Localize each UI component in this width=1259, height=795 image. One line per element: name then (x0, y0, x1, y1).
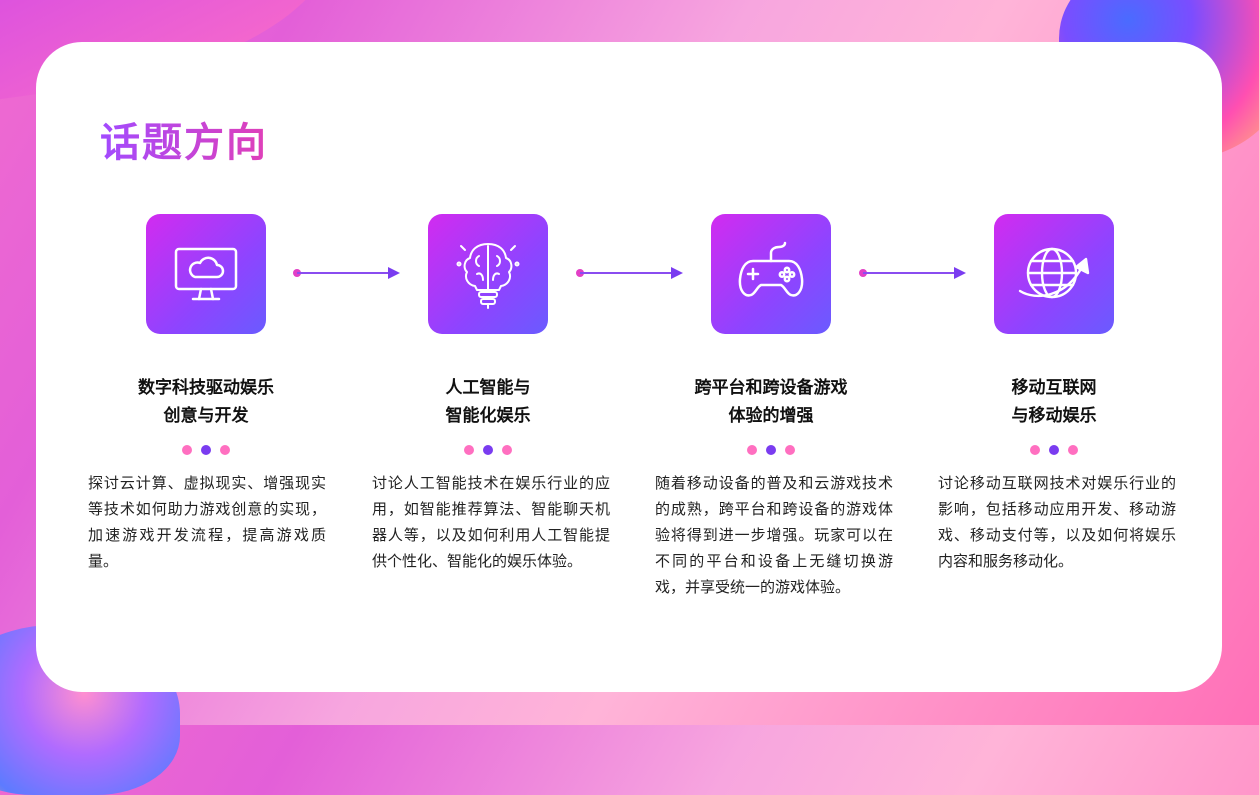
dots-divider (1030, 445, 1078, 455)
step-description: 随着移动设备的普及和云游戏技术的成熟，跨平台和跨设备的游戏体验将得到进一步增强。… (655, 474, 893, 596)
step-title-line: 跨平台和跨设备游戏 (694, 378, 848, 398)
step-title-line: 创意与开发 (163, 406, 249, 426)
arrow-connector (859, 267, 966, 279)
globe-arrow-icon (994, 214, 1114, 334)
dot (1049, 445, 1059, 455)
step-title: 移动互联网 与移动娱乐 (934, 374, 1174, 430)
step-title-line: 数字科技驱动娱乐 (138, 378, 274, 398)
content-card (36, 42, 1222, 692)
page-title: 话题方向 (100, 110, 268, 168)
step-title-line: 智能化娱乐 (445, 406, 531, 426)
dots-divider (747, 445, 795, 455)
dot (201, 445, 211, 455)
dot (182, 445, 192, 455)
dot (483, 445, 493, 455)
step-title-line: 移动互联网 (1011, 378, 1097, 398)
dot (502, 445, 512, 455)
arrow-connector (576, 267, 683, 279)
dots-divider (182, 445, 230, 455)
step-title: 跨平台和跨设备游戏 体验的增强 (651, 374, 891, 430)
arrow-connector (293, 267, 400, 279)
step-title: 人工智能与 智能化娱乐 (368, 374, 608, 430)
dot (766, 445, 776, 455)
step-description: 讨论移动互联网技术对娱乐行业的影响，包括移动应用开发、移动游戏、移动支付等，以及… (938, 474, 1176, 570)
step-title-line: 人工智能与 (445, 378, 531, 398)
dot (1068, 445, 1078, 455)
step-title-line: 体验的增强 (728, 406, 814, 426)
dot (747, 445, 757, 455)
step-description: 讨论人工智能技术在娱乐行业的应用，如智能推荐算法、智能聊天机器人等，以及如何利用… (372, 474, 610, 570)
cloud-monitor-icon (146, 214, 266, 334)
dot (220, 445, 230, 455)
brain-bulb-icon (428, 214, 548, 334)
dot (464, 445, 474, 455)
step-description: 探讨云计算、虚拟现实、增强现实等技术如何助力游戏创意的实现，加速游戏开发流程，提… (88, 474, 326, 570)
step-title: 数字科技驱动娱乐 创意与开发 (86, 374, 326, 430)
dot (1030, 445, 1040, 455)
dots-divider (464, 445, 512, 455)
step-title-line: 与移动娱乐 (1011, 406, 1097, 426)
gamepad-icon (711, 214, 831, 334)
dot (785, 445, 795, 455)
